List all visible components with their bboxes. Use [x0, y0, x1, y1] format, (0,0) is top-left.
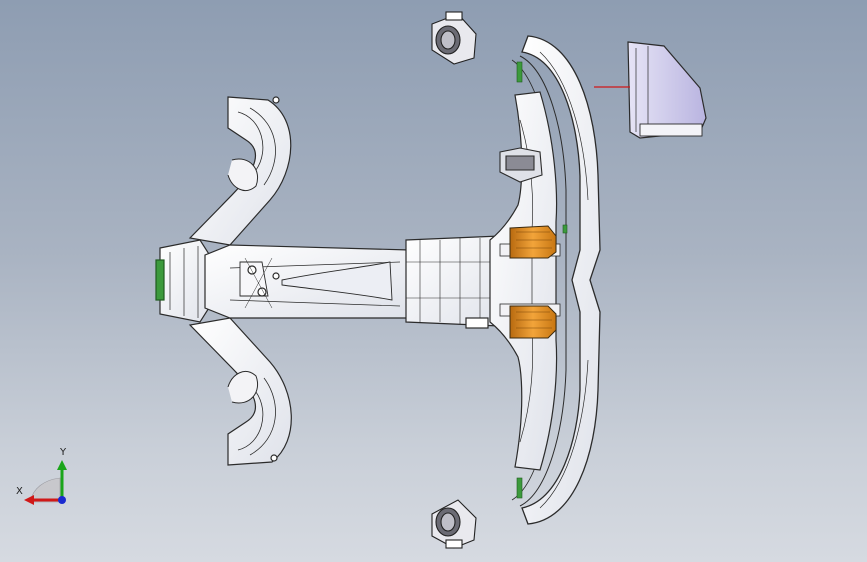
orange-vent-upper[interactable]: [509, 225, 557, 259]
bottom-side-vent[interactable]: [431, 499, 477, 549]
orange-vent-lower[interactable]: [509, 305, 557, 339]
green-clips: [516, 61, 568, 499]
transparent-housing[interactable]: [627, 41, 707, 139]
upper-left-duct[interactable]: [188, 96, 292, 246]
triad-y-label: Y: [59, 447, 67, 458]
top-side-vent[interactable]: [431, 11, 477, 65]
lower-left-duct[interactable]: [188, 317, 292, 466]
triad-x-label: X: [16, 486, 23, 497]
dash-bracket[interactable]: [499, 147, 543, 183]
central-duct[interactable]: [204, 244, 411, 319]
coordinate-triad: Y X: [16, 447, 67, 505]
